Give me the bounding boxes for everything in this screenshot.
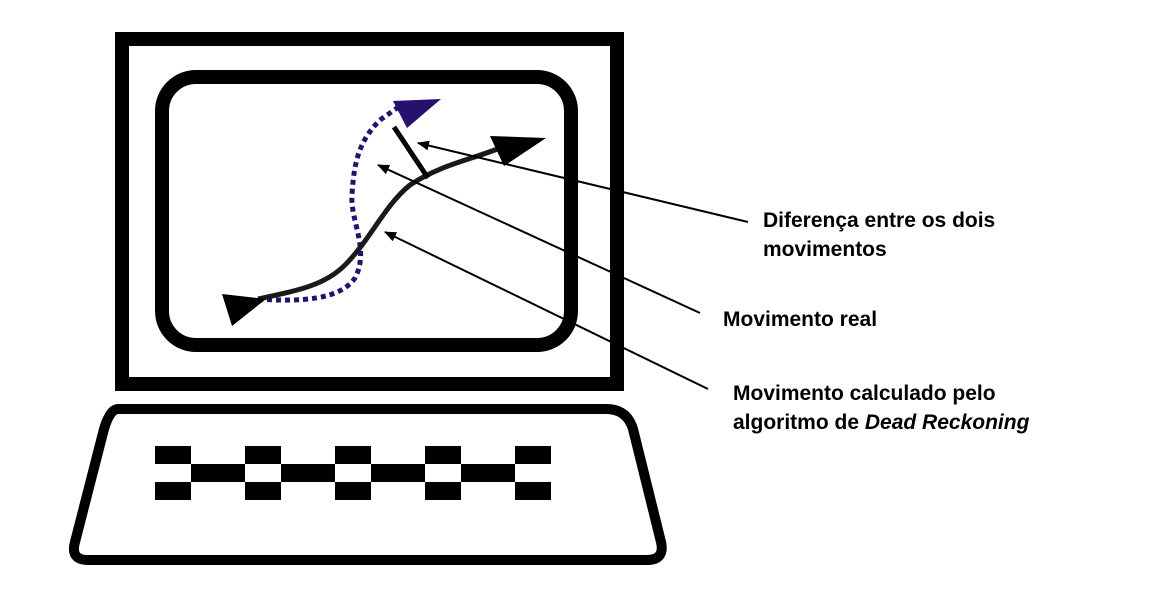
monitor-icon: [115, 32, 624, 391]
keyboard-icon: [68, 404, 667, 565]
real-movement-arrowhead-end: [490, 136, 546, 166]
difference-label-line1: Diferença entre os dois: [763, 209, 996, 232]
calculated-movement-label: Movimento calculado pelo algoritmo de De…: [733, 379, 1029, 437]
calculated-label-line2-italic: Dead Reckoning: [864, 411, 1030, 434]
real-movement-label-text: Movimento real: [723, 308, 878, 331]
difference-label-line2: movimentos: [763, 238, 887, 261]
calculated-movement-arrowhead: [393, 99, 441, 128]
real-movement-label: Movimento real: [723, 305, 877, 334]
calculated-label-line2-prefix: algoritmo de: [733, 411, 865, 434]
monitor-outer-frame: [115, 32, 624, 391]
calculated-label-line1: Movimento calculado pelo: [733, 382, 996, 405]
difference-label: Diferença entre os dois movimentos: [763, 206, 995, 264]
keyboard-body: [68, 404, 667, 565]
keyboard-keys: [155, 446, 551, 500]
monitor-screen-bezel: [155, 70, 578, 352]
calculated-label-line2: algoritmo de Dead Reckoning: [733, 408, 1029, 437]
real-movement-leader-arrow: [377, 164, 701, 314]
calculated-movement-leader-arrow: [384, 231, 709, 390]
real-movement-path: [222, 136, 546, 326]
difference-leader-arrow: [417, 140, 749, 223]
calculated-movement-path: [257, 99, 441, 303]
real-movement-arrowhead-start: [222, 294, 266, 326]
difference-segment: [391, 125, 431, 180]
leader-arrows: [377, 140, 749, 390]
